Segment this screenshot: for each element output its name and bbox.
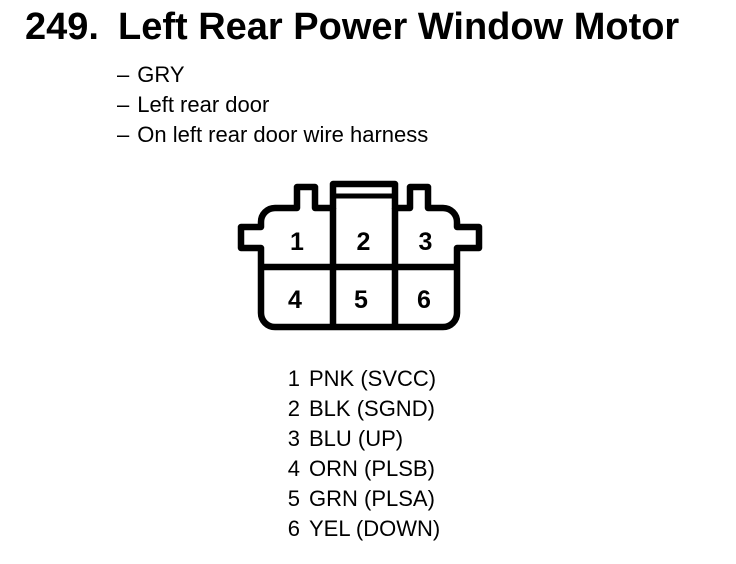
page-title: 249. Left Rear Power Window Motor bbox=[25, 6, 679, 48]
pin-row: 4 ORN (PLSB) bbox=[284, 454, 440, 484]
detail-item: –Left rear door bbox=[117, 90, 428, 120]
pin-number: 2 bbox=[287, 396, 300, 421]
pin-row: 1 PNK (SVCC) bbox=[284, 364, 440, 394]
pin-label: ORN (PLSB) bbox=[309, 456, 435, 481]
connector-face-drawing: 1 2 3 4 5 6 bbox=[237, 180, 483, 331]
bullet-dash: – bbox=[117, 122, 130, 147]
detail-text: GRY bbox=[137, 62, 185, 87]
pin-cell-2: 2 bbox=[357, 228, 371, 256]
pin-number: 5 bbox=[287, 486, 300, 511]
pin-label: PNK (SVCC) bbox=[309, 366, 437, 391]
pin-label: BLU (UP) bbox=[309, 426, 404, 451]
detail-text: On left rear door wire harness bbox=[137, 122, 429, 147]
title-text: Left Rear Power Window Motor bbox=[118, 6, 680, 48]
pin-cell-5: 5 bbox=[354, 286, 368, 314]
pin-label: BLK (SGND) bbox=[309, 396, 435, 421]
pin-label: GRN (PLSA) bbox=[309, 486, 435, 511]
pin-row: 2 BLK (SGND) bbox=[284, 394, 440, 424]
connector-diagram: 1 2 3 4 5 6 bbox=[228, 178, 488, 336]
detail-item: –GRY bbox=[117, 60, 428, 90]
pin-number: 6 bbox=[287, 516, 300, 541]
detail-text: Left rear door bbox=[137, 92, 270, 117]
connector-housing-outline bbox=[237, 180, 483, 331]
pin-number: 1 bbox=[287, 366, 300, 391]
bullet-dash: – bbox=[117, 62, 130, 87]
pin-number: 4 bbox=[287, 456, 300, 481]
connector-details: –GRY–Left rear door–On left rear door wi… bbox=[117, 60, 428, 150]
pin-cell-4: 4 bbox=[288, 286, 302, 314]
pin-cell-1: 1 bbox=[290, 228, 304, 256]
pin-cell-3: 3 bbox=[419, 228, 433, 256]
bullet-dash: – bbox=[117, 92, 130, 117]
pin-row: 6 YEL (DOWN) bbox=[284, 514, 440, 544]
pin-row: 3 BLU (UP) bbox=[284, 424, 440, 454]
item-number: 249. bbox=[25, 6, 99, 48]
pin-row: 5 GRN (PLSA) bbox=[284, 484, 440, 514]
pin-cell-6: 6 bbox=[417, 286, 431, 314]
pinout-list: 1 PNK (SVCC) 2 BLK (SGND) 3 BLU (UP) 4 ORN (PLS… bbox=[284, 364, 440, 544]
pin-label: YEL (DOWN) bbox=[309, 516, 441, 541]
detail-item: –On left rear door wire harness bbox=[117, 120, 428, 150]
pin-number: 3 bbox=[287, 426, 300, 451]
